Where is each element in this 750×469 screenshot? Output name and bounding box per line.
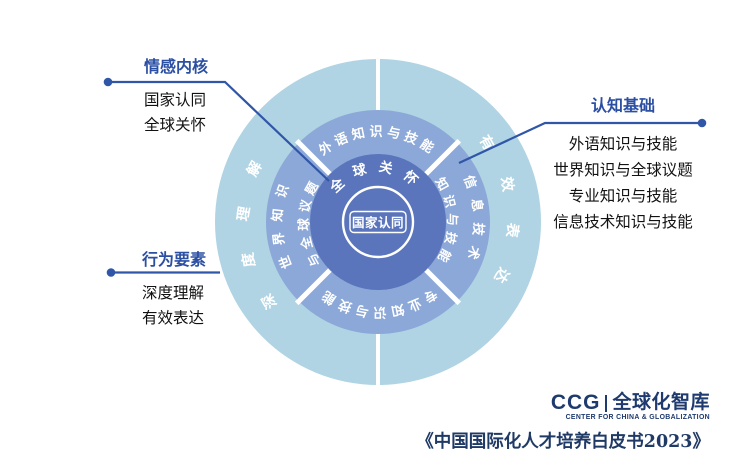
leader-dot-cognitive xyxy=(697,118,707,128)
leader-dot-behavior xyxy=(106,268,116,277)
legend-cognitive: 认知基础 外语知识与技能 世界知识与全球议题 专业知识与技能 信息技术知识与技能 xyxy=(540,97,706,241)
legend-cognitive-item: 世界知识与全球议题 xyxy=(553,162,693,179)
legend-behavior-item: 有效表达 xyxy=(142,310,205,327)
leader-line-emotion xyxy=(108,80,330,182)
legend-emotion: 情感内核 国家认同 全球关怀 xyxy=(144,58,208,143)
leader-line-cognitive xyxy=(458,121,702,164)
legend-behavior: 行为要素 深度理解 有效表达 xyxy=(142,251,206,336)
center-circle-outline xyxy=(341,185,415,259)
whitepaper-title: 《中国国际化人才培养白皮书2023》 xyxy=(416,432,710,452)
legend-cognitive-item: 外语知识与技能 xyxy=(568,136,678,153)
middle-ring-divider-se xyxy=(422,266,462,306)
middle-ring-divider-sw xyxy=(294,266,334,306)
legend-cognitive-item: 专业知识与技能 xyxy=(568,188,678,205)
ccg-logo: CCG 全球化智库 xyxy=(416,391,710,414)
legend-behavior-item: 深度理解 xyxy=(142,285,205,302)
center-label: 国家认同 xyxy=(352,215,404,230)
legend-emotion-item: 国家认同 xyxy=(144,92,207,109)
leader-dot-emotion xyxy=(103,77,113,87)
ccg-logo-acronym: CCG xyxy=(550,391,601,414)
legend-emotion-title: 情感内核 xyxy=(144,59,209,76)
footer: CCG 全球化智库 CENTER FOR CHINA & GLOBALIZATI… xyxy=(416,391,710,453)
legend-cognitive-title: 认知基础 xyxy=(590,98,655,115)
center-label-box xyxy=(349,210,407,234)
middle-segment-left-label-line2: 与全球议题 xyxy=(296,175,324,268)
legend-cognitive-item: 信息技术知识与技能 xyxy=(553,214,693,231)
ccg-logo-chinese: 全球化智库 xyxy=(612,392,710,413)
middle-ring-divider-nw xyxy=(294,138,334,178)
ccg-logo-subtitle: CENTER FOR CHINA & GLOBALIZATION xyxy=(565,414,710,421)
ccg-logo-divider xyxy=(605,394,608,412)
inner-circle xyxy=(310,154,446,290)
legend-emotion-item: 全球关怀 xyxy=(144,117,207,134)
legend-behavior-title: 行为要素 xyxy=(142,252,207,269)
middle-ring-divider-ne xyxy=(422,138,462,178)
